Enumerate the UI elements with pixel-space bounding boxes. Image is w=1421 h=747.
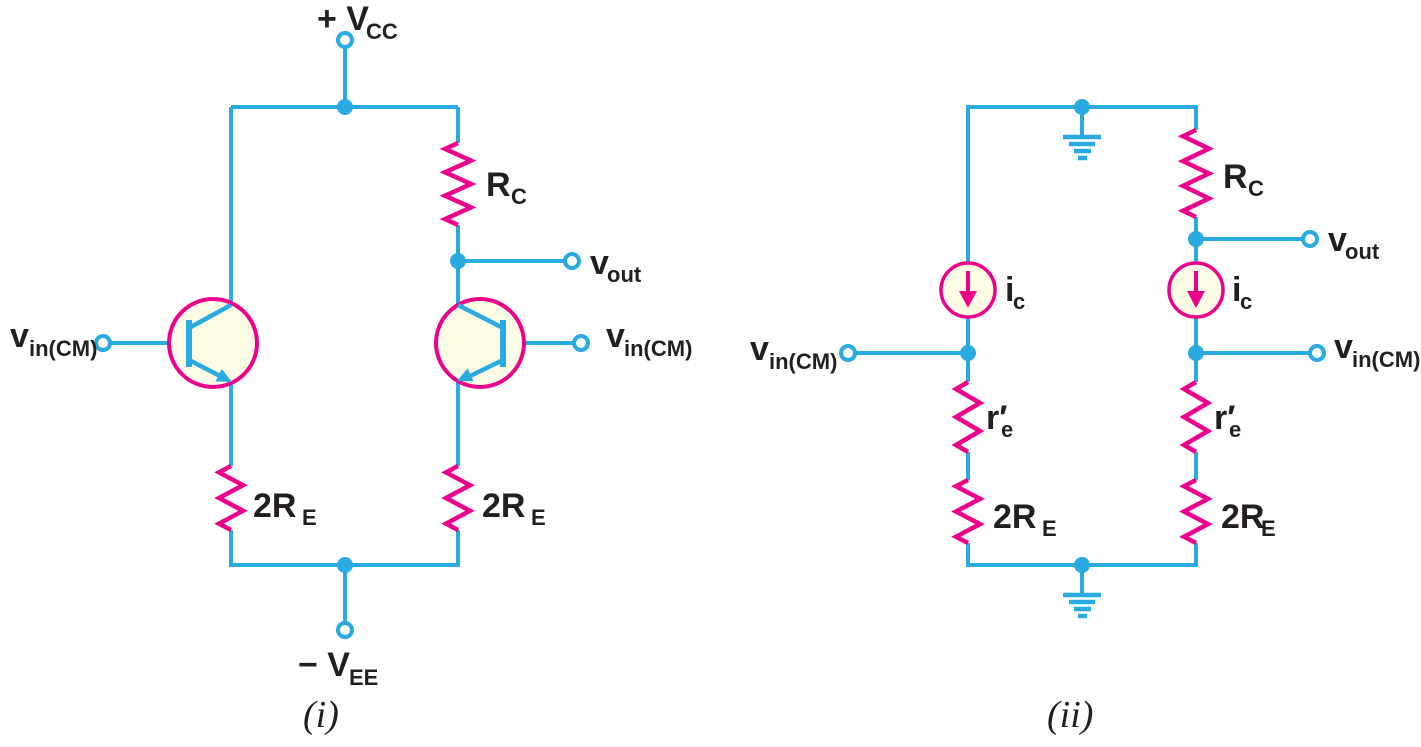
transistor-left: [167, 297, 259, 389]
re-prime-left-sub: e: [1001, 417, 1013, 442]
figure-i-caption: (i): [303, 694, 339, 736]
vcc-label: + V: [317, 0, 369, 38]
transistor-emitter: [187, 357, 226, 381]
vin-left-sub: in(CM): [29, 336, 97, 361]
junction-dot: [1074, 99, 1090, 115]
re-prime-right-label: r′: [1214, 399, 1235, 437]
vout-label: v: [590, 244, 609, 282]
transistor-body: [434, 297, 526, 389]
emitter-arrow-icon: [215, 369, 232, 382]
re2-right-sub: E: [1261, 516, 1276, 541]
re-left-label: 2R: [253, 487, 296, 525]
current-arrow-icon: [959, 291, 977, 308]
current-source-left: [939, 261, 997, 319]
transistor-emitter: [465, 357, 504, 381]
rc-label: R: [1223, 158, 1248, 196]
resistor-2re-left: [951, 478, 985, 545]
resistor-rc: [439, 140, 477, 228]
ground-icon-top: [1063, 134, 1101, 161]
junction-dot: [1074, 557, 1090, 573]
vout-label-sub: out: [607, 262, 642, 287]
vee-label: − V: [298, 646, 350, 684]
figure-i: + V CC v in(CM) R C v out v in(CM) 2R E …: [10, 0, 692, 736]
rc-label-sub: C: [511, 184, 527, 209]
junction-dot: [1188, 345, 1204, 361]
vin-left-terminal: [94, 334, 112, 352]
re-right-label: 2R: [482, 487, 525, 525]
vcc-label-sub: CC: [366, 19, 398, 44]
junction-dot: [960, 345, 976, 361]
resistor-re-prime-right: [1179, 380, 1213, 454]
figure-ii: R C v out i c i c v in(CM) v in(CM) r′ e…: [750, 99, 1420, 736]
ground-icon-bottom: [1063, 592, 1101, 619]
vee-terminal: [336, 621, 354, 639]
transistor-right: [434, 297, 526, 389]
re-right-sub: E: [531, 505, 546, 530]
resistor-rc: [1177, 127, 1215, 220]
junction-dot: [337, 557, 353, 573]
junction-dot: [1188, 231, 1204, 247]
ic-left-sub: c: [1013, 289, 1025, 314]
vin-left-terminal: [839, 344, 857, 362]
junction-dot: [450, 253, 466, 269]
transistor-collector: [187, 303, 233, 330]
emitter-arrow-icon: [457, 368, 474, 382]
vin-left-label: v: [750, 330, 769, 368]
re2-left-sub: E: [1042, 516, 1057, 541]
vcc-terminal: [336, 31, 354, 49]
vin-left-label: v: [10, 317, 29, 355]
vout-terminal: [1301, 230, 1319, 248]
vin-right-label: v: [606, 317, 625, 355]
current-source-right: [1167, 261, 1225, 319]
vin-right-sub: in(CM): [624, 336, 692, 361]
transistor-collector: [456, 302, 505, 331]
re-left-sub: E: [302, 505, 317, 530]
vee-label-sub: EE: [349, 665, 378, 690]
current-arrow-icon: [1187, 291, 1205, 308]
resistor-2re-left: [214, 464, 248, 532]
vout-label-sub: out: [1345, 239, 1380, 264]
re-prime-right-sub: e: [1229, 417, 1241, 442]
vout-terminal: [563, 252, 581, 270]
rc-label: R: [486, 166, 511, 204]
resistor-re-prime-left: [951, 380, 985, 454]
resistor-2re-right: [441, 464, 475, 532]
vin-right-terminal: [572, 334, 590, 352]
re2-right-label: 2R: [1221, 498, 1264, 536]
resistor-2re-right: [1179, 478, 1213, 545]
vout-label: v: [1328, 221, 1347, 259]
ic-left-label: i: [1005, 271, 1014, 309]
vin-right-sub: in(CM): [1352, 347, 1420, 372]
rc-label-sub: C: [1248, 176, 1264, 201]
vin-right-terminal: [1308, 344, 1326, 362]
vin-left-sub: in(CM): [769, 349, 837, 374]
junction-dot: [337, 99, 353, 115]
re-prime-left-label: r′: [986, 399, 1007, 437]
ic-right-sub: c: [1240, 289, 1252, 314]
vin-right-label: v: [1334, 328, 1353, 366]
re2-left-label: 2R: [993, 498, 1036, 536]
figure-ii-caption: (ii): [1047, 694, 1093, 736]
ic-right-label: i: [1232, 271, 1241, 309]
